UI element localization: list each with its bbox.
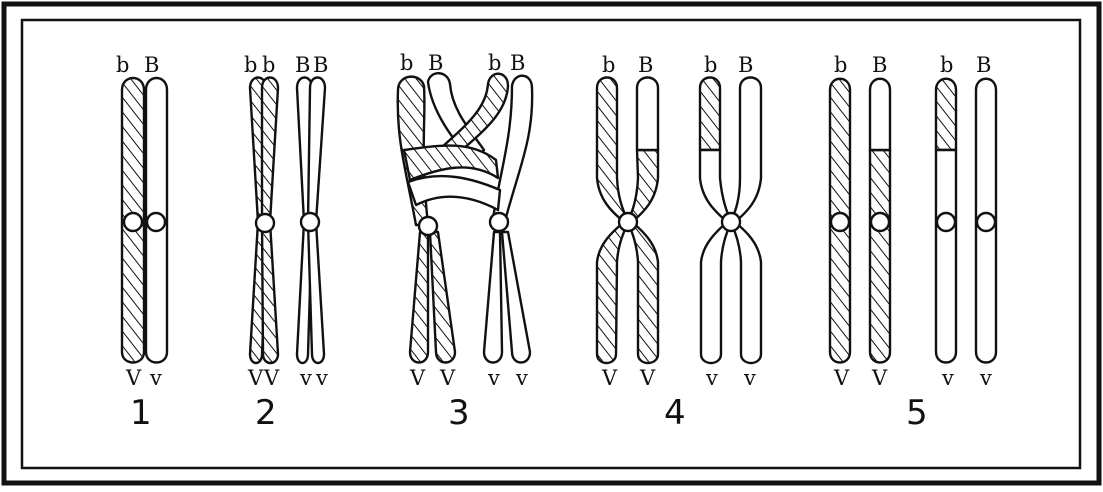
- gene-label: v: [743, 366, 756, 390]
- gene-label: B: [144, 53, 159, 77]
- chromatid-b-stage4-right-upper: [700, 78, 720, 151]
- gene-label: V: [833, 366, 850, 390]
- centromere: [124, 213, 142, 231]
- gene-label: b: [834, 53, 847, 77]
- centromere: [301, 213, 319, 231]
- centromere: [722, 213, 740, 231]
- gene-label: v: [149, 366, 162, 390]
- gene-label: v: [705, 366, 718, 390]
- gene-label: b: [262, 53, 275, 77]
- gene-label: v: [941, 366, 954, 390]
- gene-label: V: [871, 366, 888, 390]
- gene-label: b: [488, 51, 501, 75]
- outer-border: [4, 4, 1099, 483]
- stage-number: 2: [255, 393, 277, 433]
- gene-label: b: [244, 53, 257, 77]
- centromere: [937, 213, 955, 231]
- gene-label: V: [409, 366, 426, 390]
- centromere: [977, 213, 995, 231]
- gene-label: V: [263, 366, 280, 390]
- gene-label: V: [601, 366, 618, 390]
- gene-label: v: [979, 366, 992, 390]
- gene-label: B: [738, 53, 753, 77]
- gene-label: v: [299, 366, 312, 390]
- gene-label: B: [313, 53, 328, 77]
- gene-label: V: [639, 366, 656, 390]
- gene-label: b: [602, 53, 615, 77]
- stage-number: 1: [130, 393, 152, 433]
- gene-label: B: [872, 53, 887, 77]
- centromere: [256, 214, 274, 232]
- gene-label: b: [704, 53, 717, 77]
- gene-label: b: [116, 53, 129, 77]
- centromere: [490, 213, 508, 231]
- stage-number: 3: [448, 393, 470, 433]
- gene-label: v: [487, 366, 500, 390]
- chromosome-B-stage5-upper: [870, 79, 890, 150]
- chromatid-B-stage4-upper: [637, 78, 658, 151]
- stage-1-chromosomes: [122, 78, 167, 363]
- chromosome-B-stage5-lower: [870, 150, 890, 363]
- chromosome-b-stage5-right-upper: [936, 79, 956, 150]
- gene-label: B: [638, 53, 653, 77]
- gene-label: V: [125, 366, 142, 390]
- centromere: [619, 213, 637, 231]
- gene-label: B: [976, 53, 991, 77]
- gene-label: B: [428, 51, 443, 75]
- gene-label: v: [315, 366, 328, 390]
- gene-label: b: [940, 53, 953, 77]
- centromere: [831, 213, 849, 231]
- chromosome-b-stage5-right-lower: [936, 150, 956, 363]
- gene-label: B: [295, 53, 310, 77]
- gene-label: b: [400, 51, 413, 75]
- gene-label: v: [515, 366, 528, 390]
- stage-number: 4: [664, 393, 686, 433]
- centromere: [147, 213, 165, 231]
- gene-label: B: [510, 51, 525, 75]
- stage-number: 5: [906, 393, 928, 433]
- gene-label: V: [247, 366, 264, 390]
- centromere: [871, 213, 889, 231]
- gene-label: V: [439, 366, 456, 390]
- centromere: [419, 217, 437, 235]
